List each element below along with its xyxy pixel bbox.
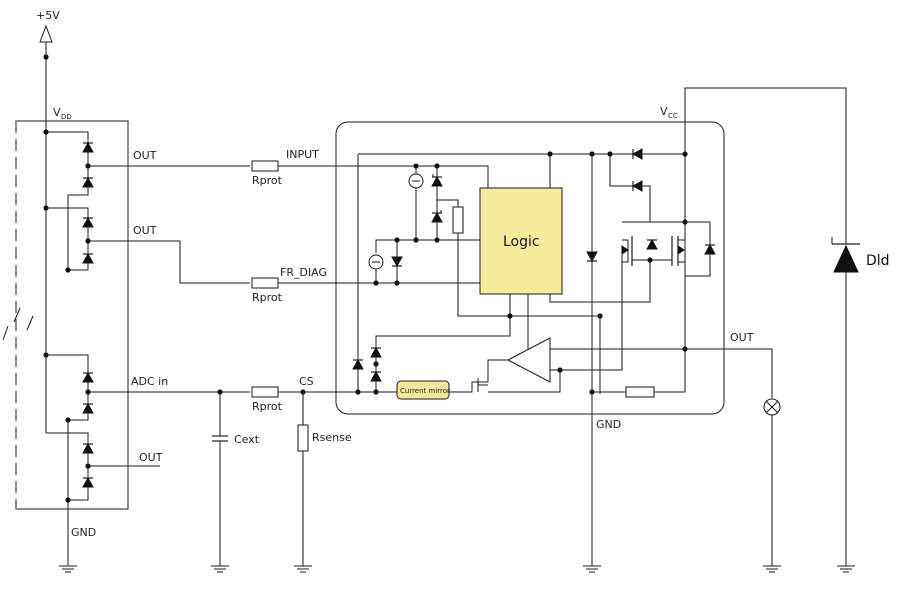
comparator-icon [506,337,551,383]
logic-block [479,187,563,295]
rprot-label-2: Rprot [252,291,283,304]
cs-label: CS [299,375,314,388]
dld-label: Dld [866,253,890,269]
rsense-label: Rsense [312,431,352,444]
rprot-label-3: Rprot [252,400,283,413]
frdiag-label: FR_DIAG [280,266,327,279]
input-label: INPUT [286,148,319,161]
rprot-resistor-frdiag [251,277,279,289]
rprot-resistor-input [251,160,279,172]
external-components: INPUT Rprot FR_DIAG Rprot Rprot CS Cext … [210,148,358,573]
ic-gnd-label: GND [596,418,621,431]
vdd-subscript: DD [61,113,72,121]
internal-resistor-2 [625,386,655,398]
vdd-label: V [53,106,61,119]
rprot-resistor-cs [251,386,279,398]
mcu-out-label-4: OUT [139,451,163,464]
cext-label: Cext [234,433,260,446]
supply-arrow-icon [39,24,53,43]
mcu-out-label-2: OUT [133,224,157,237]
rsense-resistor [297,424,309,452]
mcu-outline [15,120,129,510]
supply-label: +5V [36,9,60,22]
current-mirror-label: Current mirror [400,387,450,395]
mcu-block: +5V V DD OUT OUT ADC in OUT GND [2,9,250,573]
vcc-subscript: CC [668,112,678,120]
current-mirror-block [396,380,450,400]
dld-diode-icon [833,244,859,273]
vcc-label: V [660,105,668,118]
rprot-label-1: Rprot [252,174,283,187]
load-out-label: OUT [730,331,754,344]
adc-in-label: ADC in [131,375,168,388]
smart-switch-ic: V CC [335,105,725,573]
load-side: Dld OUT [684,87,890,573]
ic-outline [335,121,725,415]
logic-label: Logic [503,234,540,250]
internal-resistor [452,206,464,234]
mcu-out-label-1: OUT [133,149,157,162]
mcu-gnd-label: GND [71,526,96,539]
